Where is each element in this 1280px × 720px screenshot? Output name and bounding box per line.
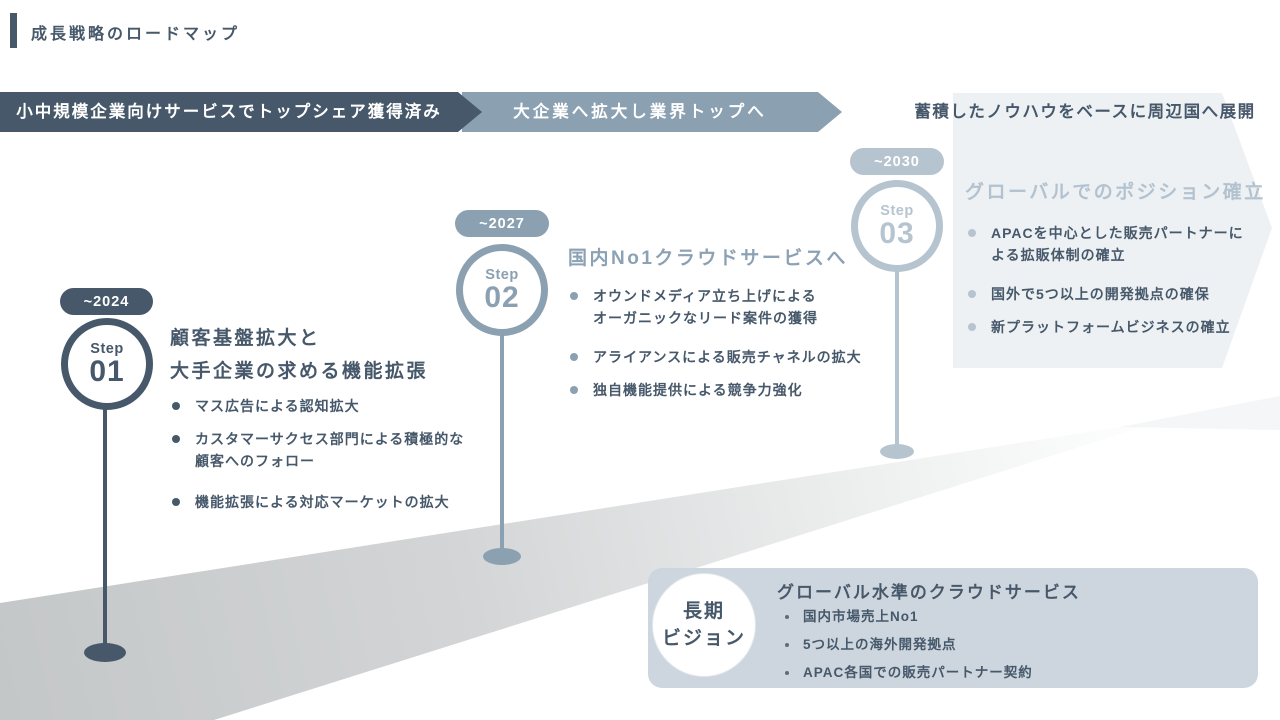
step-1-bullets: マス広告による認知拡大 カスタマーサクセス部門による積極的な 顧客へのフォロー … <box>172 395 464 524</box>
bullet-dot-icon <box>968 229 976 237</box>
step-1-pin-base <box>84 643 126 662</box>
step-2-number: 02 <box>484 280 520 314</box>
stage-3-chevron-shape <box>953 93 1272 368</box>
list-item: 国外で5つ以上の開発拠点の確保 <box>968 283 1244 305</box>
list-item: オウンドメディア立ち上げによる オーガニックなリード案件の獲得 <box>570 285 862 329</box>
bullet-text: APACを中心とした販売パートナーに <box>991 225 1244 241</box>
bullet-dot-icon <box>172 435 180 443</box>
step-3-title-line-1: グローバルでのポジション確立 <box>965 182 1266 203</box>
step-1-title-line-2: 大手企業の求める機能拡張 <box>170 361 429 382</box>
list-item: 国内市場売上No1 <box>785 608 1033 625</box>
vision-circle-line-2: ビジョン <box>661 628 746 649</box>
bullet-text: マス広告による認知拡大 <box>195 398 360 414</box>
step-3-pin-base <box>880 444 914 459</box>
list-item: マス広告による認知拡大 <box>172 395 464 417</box>
step-1-title: 顧客基盤拡大と 大手企業の求める機能拡張 <box>170 322 428 388</box>
step-3-bullets: APACを中心とした販売パートナーに よる拡販体制の確立 国外で5つ以上の開発拠… <box>968 222 1244 349</box>
step-1-title-line-1: 顧客基盤拡大と <box>170 328 321 349</box>
list-item: 新プラットフォームビジネスの確立 <box>968 316 1244 338</box>
step-2-word: Step <box>485 266 519 283</box>
bullet-text: オーガニックなリード案件の獲得 <box>593 310 818 326</box>
vision-title: グローバル水準のクラウドサービス <box>777 583 1081 602</box>
step-3-word: Step <box>880 202 914 219</box>
bullet-dot-icon <box>172 498 180 506</box>
list-item: APAC各国での販売パートナー契約 <box>785 664 1033 681</box>
step-2-year-badge: ~2027 <box>455 210 549 237</box>
bullet-text: カスタマーサクセス部門による積極的な <box>195 431 465 447</box>
list-item: 5つ以上の海外開発拠点 <box>785 636 1033 653</box>
bullet-dot-icon <box>785 615 789 619</box>
banner-stage-2-label: 大企業へ拡大し業界トップへ <box>513 103 767 121</box>
step-1-number: 01 <box>89 354 125 388</box>
banner-stage-1-label: 小中規模企業向けサービスでトップシェア獲得済み <box>16 103 442 121</box>
step-2-circle: Step 02 <box>456 244 548 336</box>
vision-circle-line-1: 長期 <box>682 601 725 622</box>
banner-stage-3-label: 蓄積したノウハウをベースに周辺国へ展開 <box>914 103 1256 121</box>
bullet-dot-icon <box>968 323 976 331</box>
bullet-text: 顧客へのフォロー <box>195 453 315 469</box>
bullet-dot-icon <box>570 292 578 300</box>
banner-stage-2: 大企業へ拡大し業界トップへ <box>462 92 842 132</box>
banner-stage-1: 小中規模企業向けサービスでトップシェア獲得済み <box>0 92 482 132</box>
bullet-text: 国外で5つ以上の開発拠点の確保 <box>991 286 1210 302</box>
list-item: 機能拡張による対応マーケットの拡大 <box>172 491 464 513</box>
bullet-text: APAC各国での販売パートナー契約 <box>803 665 1033 680</box>
list-item: カスタマーサクセス部門による積極的な 顧客へのフォロー <box>172 428 464 472</box>
bullet-text: 独自機能提供による競争力強化 <box>593 382 803 398</box>
bullet-text: 新プラットフォームビジネスの確立 <box>991 319 1231 335</box>
step-2-title-line-1: 国内No1クラウドサービスへ <box>568 248 848 269</box>
page-title: 成長戦略のロードマップ <box>31 26 241 43</box>
list-item: アライアンスによる販売チャネルの拡大 <box>570 346 862 368</box>
title-accent-bar <box>10 13 17 48</box>
bullet-text: 5つ以上の海外開発拠点 <box>803 637 957 652</box>
step-1-circle: Step 01 <box>61 318 153 410</box>
step-2-pin-base <box>483 548 521 565</box>
vision-bullets: 国内市場売上No1 5つ以上の海外開発拠点 APAC各国での販売パートナー契約 <box>785 608 1033 692</box>
step-1-year-badge: ~2024 <box>60 288 153 315</box>
bullet-text: よる拡販体制の確立 <box>991 247 1126 263</box>
bullet-dot-icon <box>785 671 789 675</box>
step-3-title: グローバルでのポジション確立 <box>965 176 1266 209</box>
step-1-pin-line <box>103 408 107 648</box>
step-3-pin-line <box>895 270 899 448</box>
bullet-dot-icon <box>968 290 976 298</box>
step-2-pin-line <box>500 334 504 552</box>
list-item: APACを中心とした販売パートナーに よる拡販体制の確立 <box>968 222 1244 266</box>
step-2-title: 国内No1クラウドサービスへ <box>568 242 848 275</box>
bullet-text: アライアンスによる販売チャネルの拡大 <box>593 349 862 365</box>
bullet-dot-icon <box>570 353 578 361</box>
step-3-number: 03 <box>879 216 915 250</box>
bullet-text: オウンドメディア立ち上げによる <box>593 288 817 304</box>
bullet-dot-icon <box>570 386 578 394</box>
vision-circle: 長期 ビジョン <box>652 573 756 677</box>
step-3-circle: Step 03 <box>851 180 943 272</box>
bullet-text: 国内市場売上No1 <box>803 609 919 624</box>
road-tail-shape <box>1120 396 1280 430</box>
list-item: 独自機能提供による競争力強化 <box>570 379 862 401</box>
step-1-word: Step <box>90 340 124 357</box>
bullet-text: 機能拡張による対応マーケットの拡大 <box>195 494 450 510</box>
step-2-bullets: オウンドメディア立ち上げによる オーガニックなリード案件の獲得 アライアンスによ… <box>570 285 862 412</box>
bullet-dot-icon <box>785 643 789 647</box>
step-3-year-badge: ~2030 <box>850 148 944 175</box>
bullet-dot-icon <box>172 402 180 410</box>
